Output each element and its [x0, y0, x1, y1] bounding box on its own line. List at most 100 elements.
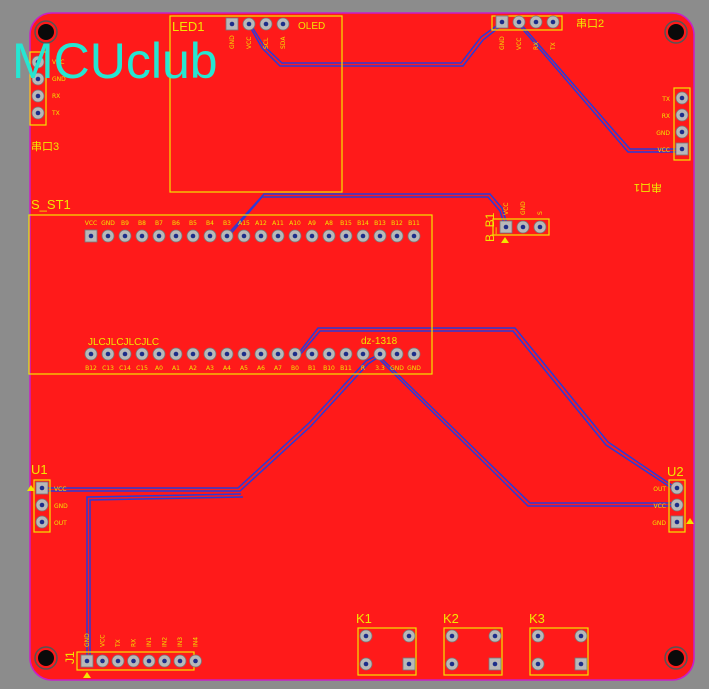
- s-st1-top-pad-hole: [190, 233, 196, 239]
- chuankou1-pin-label: RX: [662, 113, 670, 120]
- b-b1-pad-hole: [520, 224, 526, 230]
- s-st1-bottom-pad-hole: [241, 351, 247, 357]
- j1-pad-hole: [162, 658, 167, 664]
- s-st1-top-pad-hole: [156, 233, 162, 239]
- s-st1-top-pad-hole: [258, 233, 264, 239]
- board-outline: [29, 12, 695, 681]
- s-st1-bottom-pin-label: GND: [407, 365, 421, 372]
- chuankou3-pad-hole: [35, 93, 41, 99]
- s-st1-bottom-pad-hole: [309, 351, 315, 357]
- u2-pin-label: GND: [652, 520, 666, 527]
- chuankou1-pin-label: VCC: [658, 147, 670, 154]
- s-st1-top-pad-hole: [292, 233, 298, 239]
- s-st1-bottom-pin-label: B0: [291, 365, 299, 372]
- chuankou1-pad-hole: [679, 129, 685, 135]
- b-b1-pin-label: S: [537, 211, 544, 215]
- j1-pin-label: GND: [84, 633, 91, 647]
- s-st1-top-pad-hole: [309, 233, 315, 239]
- j1-pad-hole: [177, 658, 183, 664]
- pin1-marker: [27, 485, 35, 491]
- s-st1-bottom-pad-hole: [224, 351, 230, 357]
- j1-pin-label: IN4: [193, 637, 200, 647]
- k1-pad-hole: [406, 661, 412, 667]
- j1-pad-hole: [193, 658, 198, 664]
- u1-pin-label: GND: [54, 503, 68, 510]
- s-st1-top-pin-label: A11: [272, 220, 284, 227]
- u2-pad-hole: [674, 519, 680, 525]
- s-st1-brand: JLCJLCJLCJLC: [88, 337, 159, 348]
- s-st1-top-pin-label: B15: [340, 220, 352, 227]
- s-st1-top-pin-label: GND: [101, 220, 115, 227]
- chuankou1-pad-hole: [679, 146, 685, 152]
- j1-pin-label: IN1: [146, 637, 153, 647]
- k2-pad-hole: [492, 633, 498, 639]
- chuankou1-pad-hole: [679, 112, 685, 118]
- s-st1-bottom-pin-label: GND: [390, 365, 404, 372]
- u2-ref: U2: [667, 464, 684, 479]
- s-st1-bottom-pin-label: B12: [85, 365, 97, 372]
- s-st1-bottom-pad-hole: [207, 351, 213, 357]
- k2-ref: K2: [443, 611, 459, 626]
- s-st1-top-pin-label: B12: [391, 220, 403, 227]
- chuankou2-pad-hole: [499, 19, 505, 25]
- k3-ref: K3: [529, 611, 545, 626]
- s-st1-top-pad-hole: [173, 233, 179, 239]
- s-st1-bottom-pin-label: 3.3: [375, 365, 385, 372]
- pin1-marker: [501, 237, 509, 243]
- b-b1-pin-label: GND: [520, 201, 527, 215]
- s-st1-top-pin-label: VCC: [85, 220, 97, 227]
- s-st1-top-pin-label: B14: [357, 220, 369, 227]
- s-st1-bottom-pad-hole: [139, 351, 145, 357]
- u2-pin-label: OUT: [653, 486, 666, 493]
- chuankou2-pin-label: VCC: [516, 38, 523, 50]
- s-st1-top-pin-label: B11: [408, 220, 420, 227]
- mounting-holes: [34, 20, 688, 670]
- b-b1-pad-hole: [537, 224, 543, 230]
- chuankou2-pad-hole: [516, 19, 522, 25]
- u1-pad-hole: [39, 502, 45, 508]
- s-st1-top-pin-label: B13: [374, 220, 386, 227]
- chuankou1-pin-label: GND: [656, 130, 670, 137]
- k1-ref: K1: [356, 611, 372, 626]
- s-st1-top-pin-label: A10: [289, 220, 301, 227]
- s-st1-bottom-pin-label: C14: [119, 365, 131, 372]
- k2-pad-hole: [449, 633, 455, 639]
- s-st1-top-pad-hole: [122, 233, 128, 239]
- s-st1-bottom-pad-hole: [258, 351, 264, 357]
- j1-pad-hole: [146, 658, 152, 664]
- s-st1-bottom-pad-hole: [156, 351, 162, 357]
- s-st1-bottom-pad-hole: [394, 351, 400, 357]
- led1-pad-hole: [229, 21, 235, 27]
- s-st1-bottom-pin-label: A0: [155, 365, 163, 372]
- s-st1-top-pad-hole: [360, 233, 366, 239]
- s-st1-top-pad-hole: [139, 233, 145, 239]
- chuankou3-pad-hole: [35, 59, 41, 65]
- s-st1-bottom-pin-label: A1: [172, 365, 180, 372]
- s-st1-bottom-pin-label: A4: [223, 365, 231, 372]
- pin1-marker: [686, 518, 694, 524]
- led1-pin-label: SCL: [263, 37, 270, 49]
- chuankou2-pad-hole: [550, 19, 556, 25]
- s-st1-top-pin-label: A15: [238, 220, 250, 227]
- chuankou1-pad-hole: [679, 95, 685, 101]
- k3-pad-hole: [578, 633, 584, 639]
- j1-pin-label: IN2: [162, 637, 169, 647]
- led1-pad-hole: [246, 21, 252, 27]
- s-st1-top-pad-hole: [224, 233, 230, 239]
- chuankou2-pin-label: RX: [533, 42, 540, 50]
- j1-pin-label: RX: [131, 639, 138, 647]
- watermark-text: MCUclub: [12, 33, 218, 89]
- j1-pin-label: TX: [115, 639, 122, 648]
- s-st1-top-pad-hole: [411, 233, 417, 239]
- s-st1-bottom-pin-label: C15: [136, 365, 148, 372]
- k2-pad-hole: [492, 661, 498, 667]
- s-st1-ref: S_ST1: [31, 197, 71, 212]
- chuankou3-pin-label: RX: [52, 93, 60, 100]
- s-st1-top-pin-label: B3: [223, 220, 231, 227]
- s-st1-top-pin-label: B4: [206, 220, 214, 227]
- s-st1-bottom-pad-hole: [377, 351, 383, 357]
- chuankou2-pad-hole: [533, 19, 539, 25]
- chuankou3-pin-label: VCC: [52, 59, 64, 66]
